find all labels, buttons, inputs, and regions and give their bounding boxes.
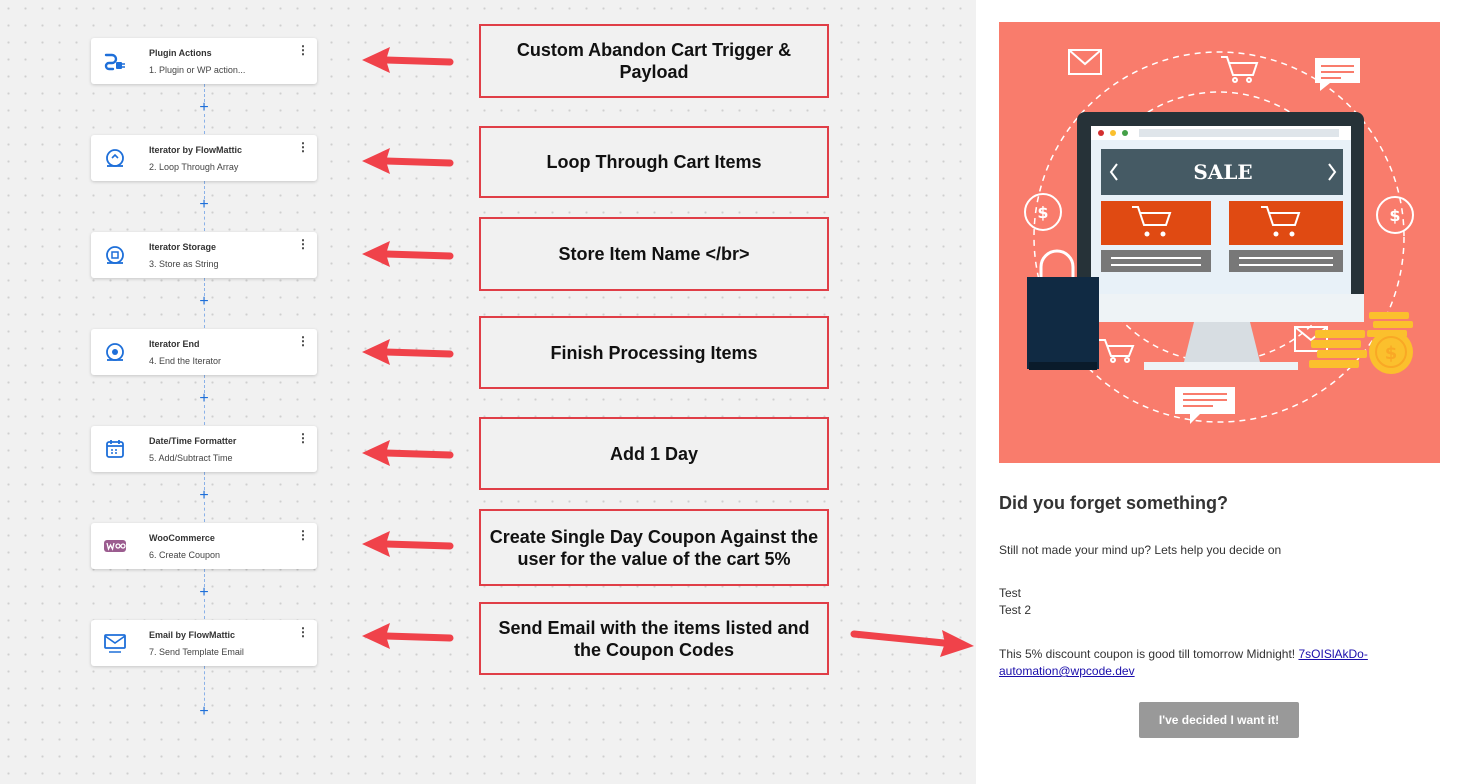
email-intro: Still not made your mind up? Lets help y… — [999, 543, 1282, 557]
connector — [204, 599, 205, 619]
step-title: Iterator by FlowMattic — [149, 145, 243, 155]
annotation-loop: Loop Through Cart Items — [479, 126, 829, 198]
connector — [204, 278, 205, 296]
workflow-canvas: Plugin Actions 1. Plugin or WP action...… — [0, 0, 976, 784]
step-card-iterator-end[interactable]: Iterator End 4. End the Iterator ⋮ — [91, 329, 317, 375]
add-step-button[interactable]: + — [199, 703, 209, 720]
step-card-plugin-actions[interactable]: Plugin Actions 1. Plugin or WP action...… — [91, 38, 317, 84]
connector — [204, 211, 205, 231]
more-menu-icon[interactable]: ⋮ — [297, 140, 309, 154]
arrow-left-icon — [362, 339, 454, 365]
annotation-finish: Finish Processing Items — [479, 316, 829, 389]
arrow-right-icon — [850, 630, 974, 657]
svg-text:$: $ — [1385, 343, 1398, 364]
add-step-button[interactable]: + — [199, 487, 209, 504]
email-icon — [103, 631, 127, 655]
step-subtitle: 5. Add/Subtract Time — [149, 453, 233, 463]
add-step-button[interactable]: + — [199, 584, 209, 601]
arrow-left-icon — [362, 148, 454, 174]
add-step-button[interactable]: + — [199, 293, 209, 310]
connector — [204, 84, 205, 102]
step-card-datetime-formatter[interactable]: Date/Time Formatter 5. Add/Subtract Time… — [91, 426, 317, 472]
step-card-woocommerce[interactable]: WooCommerce 6. Create Coupon ⋮ — [91, 523, 317, 569]
step-card-email[interactable]: Email by FlowMattic 7. Send Template Ema… — [91, 620, 317, 666]
connector — [204, 308, 205, 328]
calendar-icon — [103, 437, 127, 461]
svg-text:$: $ — [1037, 203, 1048, 222]
iterator-storage-icon — [103, 243, 127, 267]
plug-icon — [103, 49, 127, 73]
email-coupon-text: This 5% discount coupon is good till tom… — [999, 646, 1419, 680]
annotation-send-email: Send Email with the items listed and the… — [479, 602, 829, 675]
connector — [204, 375, 205, 393]
iterator-end-icon — [103, 340, 127, 364]
connector — [204, 114, 205, 134]
add-step-button[interactable]: + — [199, 390, 209, 407]
connector — [204, 569, 205, 587]
add-step-button[interactable]: + — [199, 196, 209, 213]
iterator-icon — [103, 146, 127, 170]
more-menu-icon[interactable]: ⋮ — [297, 625, 309, 639]
connector — [204, 502, 205, 522]
hero-image: $ $ SALE — [999, 22, 1440, 463]
svg-text:$: $ — [1389, 206, 1400, 225]
more-menu-icon[interactable]: ⋮ — [297, 334, 309, 348]
connector — [204, 666, 205, 706]
add-step-button[interactable]: + — [199, 99, 209, 116]
arrow-left-icon — [362, 531, 454, 557]
arrow-left-icon — [362, 241, 454, 267]
sale-banner-text: SALE — [1193, 160, 1252, 184]
step-subtitle: 4. End the Iterator — [149, 356, 222, 366]
coupon-code-link[interactable]: 7sOISlAkDo-automation@wpcode.dev — [999, 647, 1368, 678]
step-card-iterator[interactable]: Iterator by FlowMattic 2. Loop Through A… — [91, 135, 317, 181]
step-subtitle: 1. Plugin or WP action... — [149, 65, 246, 75]
step-title: Iterator End — [149, 339, 200, 349]
coupon-message: This 5% discount coupon is good till tom… — [999, 647, 1299, 661]
woocommerce-icon — [103, 534, 127, 558]
annotation-store: Store Item Name </br> — [479, 217, 829, 291]
step-title: Email by FlowMattic — [149, 630, 236, 640]
arrow-left-icon — [362, 440, 454, 466]
step-subtitle: 2. Loop Through Array — [149, 162, 239, 172]
step-card-iterator-storage[interactable]: Iterator Storage 3. Store as String ⋮ — [91, 232, 317, 278]
annotation-add-day: Add 1 Day — [479, 417, 829, 490]
email-heading: Did you forget something? — [999, 493, 1228, 513]
connector — [204, 405, 205, 425]
step-title: Date/Time Formatter — [149, 436, 237, 446]
step-title: WooCommerce — [149, 533, 215, 543]
step-title: Iterator Storage — [149, 242, 217, 252]
sale-illustration: $ $ SALE — [1024, 49, 1414, 424]
more-menu-icon[interactable]: ⋮ — [297, 237, 309, 251]
email-item: Test 2 — [999, 603, 1032, 617]
step-title: Plugin Actions — [149, 48, 212, 58]
cta-button[interactable]: I've decided I want it! — [1139, 702, 1299, 738]
arrow-left-icon — [362, 623, 454, 649]
annotation-trigger: Custom Abandon Cart Trigger & Payload — [479, 24, 829, 98]
arrow-left-icon — [362, 47, 454, 73]
step-subtitle: 7. Send Template Email — [149, 647, 244, 657]
more-menu-icon[interactable]: ⋮ — [297, 43, 309, 57]
annotation-coupon: Create Single Day Coupon Against the use… — [479, 509, 829, 586]
connector — [204, 181, 205, 199]
step-subtitle: 3. Store as String — [149, 259, 219, 269]
email-item: Test — [999, 586, 1022, 600]
connector — [204, 472, 205, 490]
email-preview: $ $ SALE — [976, 0, 1457, 784]
step-subtitle: 6. Create Coupon — [149, 550, 221, 560]
more-menu-icon[interactable]: ⋮ — [297, 528, 309, 542]
more-menu-icon[interactable]: ⋮ — [297, 431, 309, 445]
